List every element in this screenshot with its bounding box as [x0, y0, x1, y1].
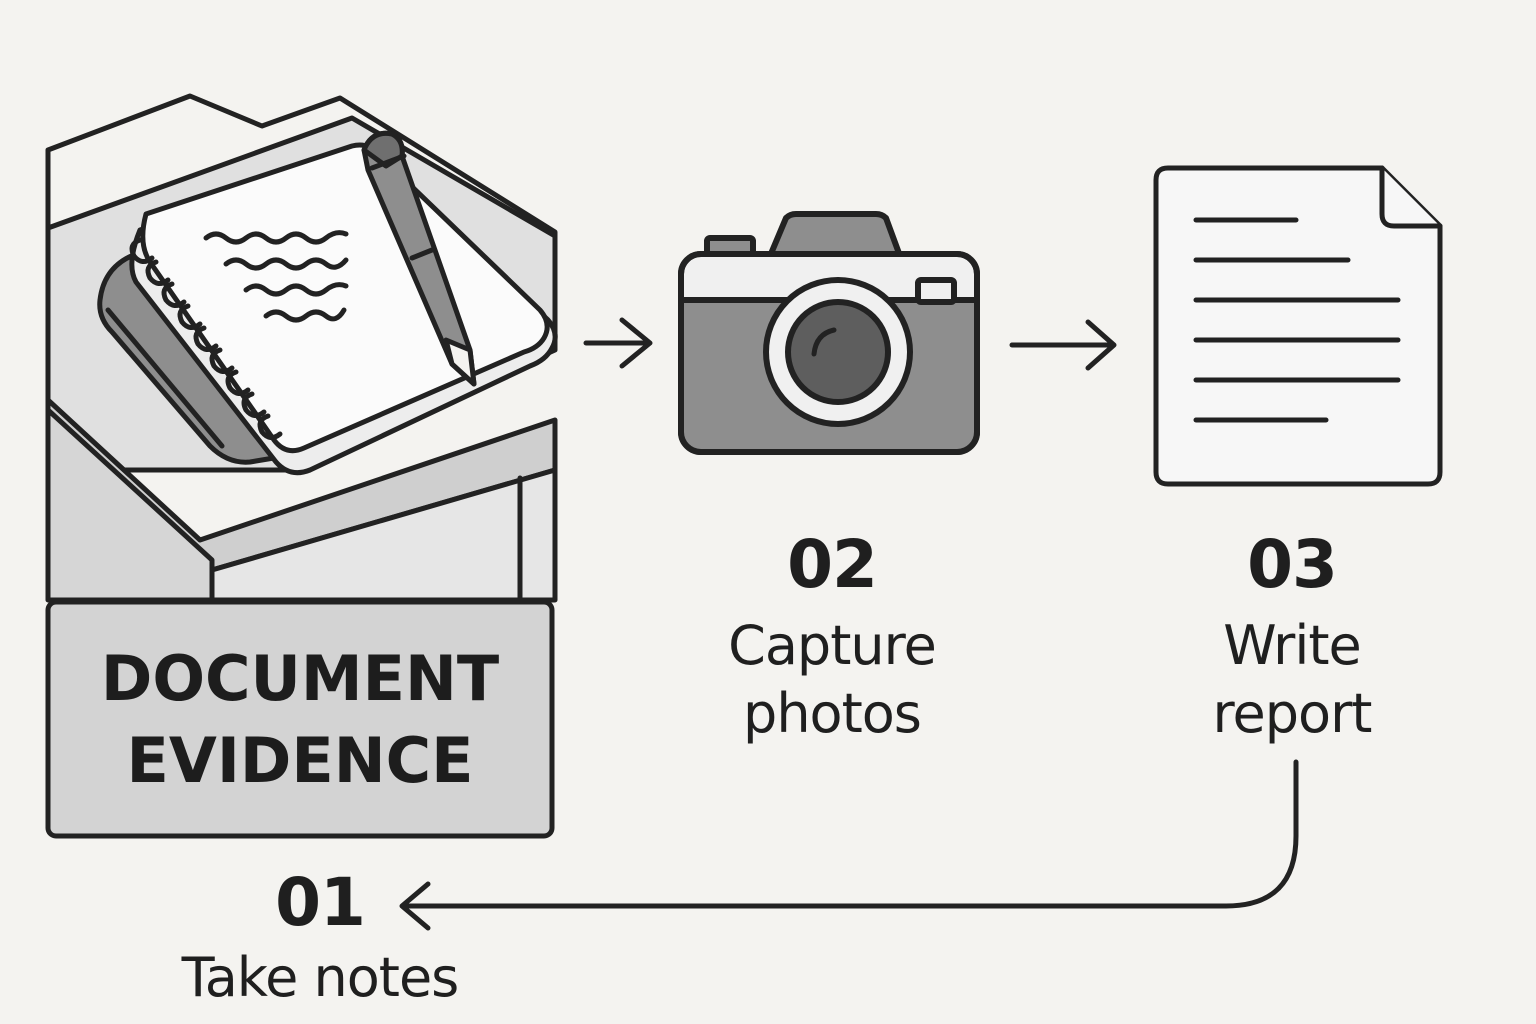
arrow-3-to-1: [399, 759, 1299, 931]
banner-line-2: EVIDENCE: [126, 724, 474, 797]
step-2-text-line-2: photos: [743, 682, 922, 745]
step-1-label: 01 Take notes: [150, 870, 490, 1012]
step-3-number: 03: [1247, 526, 1338, 603]
camera-icon: [678, 211, 980, 455]
banner-line-1: DOCUMENT: [100, 642, 500, 715]
banner-title: DOCUMENT EVIDENCE: [48, 604, 552, 836]
step-2-text-line-1: Capture: [728, 614, 937, 677]
notebook-icon: [45, 93, 558, 839]
step-3-label: 03 Write report: [1142, 532, 1442, 748]
step-1-number: 01: [275, 864, 366, 941]
step-2-number: 02: [787, 526, 878, 603]
document-evidence-banner: [45, 599, 555, 839]
step-2-label: 02 Capture photos: [672, 532, 992, 748]
arrow-2-to-3: [1009, 319, 1117, 371]
step-3-text-line-2: report: [1212, 682, 1373, 745]
document-icon: [1153, 165, 1443, 487]
step-1-text: Take notes: [181, 946, 460, 1009]
arrow-1-to-2: [583, 317, 653, 369]
step-3-text-line-1: Write: [1223, 614, 1362, 677]
